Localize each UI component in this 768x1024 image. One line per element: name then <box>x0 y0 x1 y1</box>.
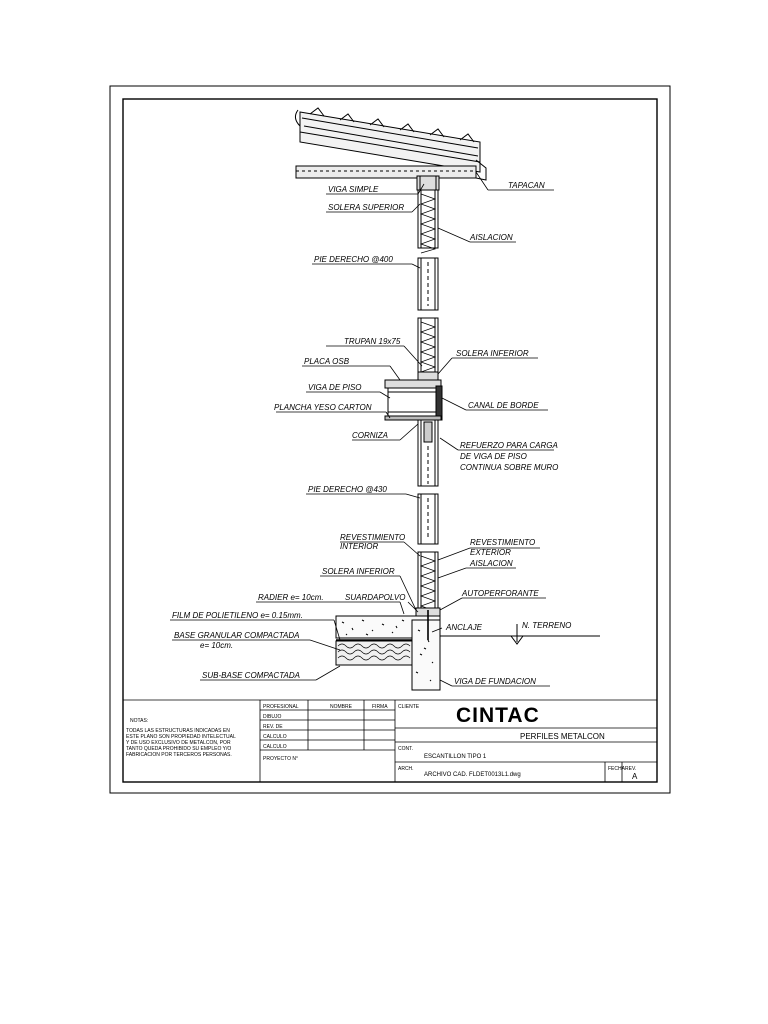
file-name: ARCHIVO CAD. FLDET0013L1.dwg <box>424 772 521 778</box>
label-solera-inferior-low: SOLERA INFERIOR <box>322 567 395 576</box>
label-rev-exterior-2: EXTERIOR <box>470 548 511 557</box>
label-refuerzo-3: CONTINUA SOBRE MURO <box>460 463 558 472</box>
label-placa-osb: PLACA OSB <box>304 357 350 366</box>
label-film: FILM DE POLIETILENO e= 0.15mm. <box>172 611 303 620</box>
label-solera-superior: SOLERA SUPERIOR <box>328 203 404 212</box>
arch-label: ARCH. <box>398 766 414 772</box>
outer-border <box>109 85 671 794</box>
notas-line-3: Y DE USO EXCLUSIVO DE METALCON, POR <box>126 740 231 746</box>
fecha-label: FECHA <box>608 766 626 772</box>
content-title: ESCANTILLON TIPO 1 <box>424 754 487 760</box>
label-trupan: TRUPAN 19x75 <box>344 337 401 346</box>
row-rev: REV. DE <box>263 724 283 730</box>
label-canal-de-borde: CANAL DE BORDE <box>468 401 539 410</box>
product-name: PERFILES METALCON <box>520 732 605 741</box>
label-tapacan: TAPACAN <box>508 181 545 190</box>
notas-line-4: TANTO QUEDA PROHIBIDO SU EMPLEO Y/O <box>126 746 231 752</box>
notas-line-1: TODAS LAS ESTRUCTURAS INDICADAS EN <box>126 728 230 734</box>
floor-beam <box>384 379 443 421</box>
label-anclaje: ANCLAJE <box>445 623 483 632</box>
notas-title: NOTAS: <box>130 718 148 724</box>
label-refuerzo-1: REFUERZO PARA CARGA <box>460 441 558 450</box>
annotation-labels: TAPACAN VIGA SIMPLE SOLERA SUPERIOR AISL… <box>172 181 571 686</box>
label-guardapolvo: SUARDAPOLVO <box>345 593 405 602</box>
row-dibujo: DIBUJO <box>263 714 281 720</box>
wall-lower <box>415 419 441 617</box>
header-profesional: PROFESIONAL <box>263 704 299 710</box>
label-pie-derecho-low: PIE DERECHO @430 <box>308 485 387 494</box>
header-firma: FIRMA <box>372 704 388 710</box>
label-pie-derecho-top: PIE DERECHO @400 <box>314 255 393 264</box>
rev-label: REV. <box>625 766 636 772</box>
brand-logo: CINTAC <box>456 704 540 727</box>
label-viga-simple: VIGA SIMPLE <box>328 185 379 194</box>
label-viga-fundacion: VIGA DE FUNDACION <box>454 677 536 686</box>
label-sub-base: SUB-BASE COMPACTADA <box>202 671 300 680</box>
cont-label: CONT. <box>398 746 413 752</box>
label-aislacion-low: AISLACION <box>469 559 513 568</box>
roof-panel <box>294 107 487 181</box>
leader-lines <box>170 171 554 687</box>
foundation <box>335 610 600 691</box>
label-radier: RADIER e= 10cm. <box>258 593 324 602</box>
label-base-granular-2: e= 10cm. <box>200 641 233 650</box>
wall-upper <box>416 175 440 382</box>
row-calculo-2: CALCULO <box>263 744 287 750</box>
label-autoperforante: AUTOPERFORANTE <box>461 589 539 598</box>
label-base-granular-1: BASE GRANULAR COMPACTADA <box>174 631 300 640</box>
proyecto-label: PROYECTO N° <box>263 756 298 762</box>
rev-value: A <box>632 772 638 781</box>
notas-line-2: ESTE PLANO SON PROPIEDAD INTELECTUAL <box>126 734 236 740</box>
label-viga-de-piso: VIGA DE PISO <box>308 383 362 392</box>
label-rev-interior-2: INTERIOR <box>340 542 378 551</box>
notas-line-5: FABRICACION POR TERCEROS PERSONAS. <box>126 752 232 758</box>
header-nombre: NOMBRE <box>330 704 353 710</box>
label-refuerzo-2: DE VIGA DE PISO <box>460 452 527 461</box>
label-solera-inferior-mid: SOLERA INFERIOR <box>456 349 529 358</box>
label-plancha-yeso: PLANCHA YESO CARTON <box>274 403 372 412</box>
label-n-terreno: N. TERRENO <box>522 621 571 630</box>
title-block-text: NOTAS: TODAS LAS ESTRUCTURAS INDICADAS E… <box>126 704 638 781</box>
cliente-label: CLIENTE <box>398 704 420 710</box>
label-aislacion-top: AISLACION <box>469 233 513 242</box>
label-rev-interior-1: REVESTIMIENTO <box>340 533 405 542</box>
label-rev-exterior-1: REVESTIMIENTO <box>470 538 535 547</box>
title-block <box>123 699 657 782</box>
inner-border <box>122 98 658 783</box>
row-calculo: CALCULO <box>263 734 287 740</box>
label-cornisa: CORNIZA <box>352 431 388 440</box>
